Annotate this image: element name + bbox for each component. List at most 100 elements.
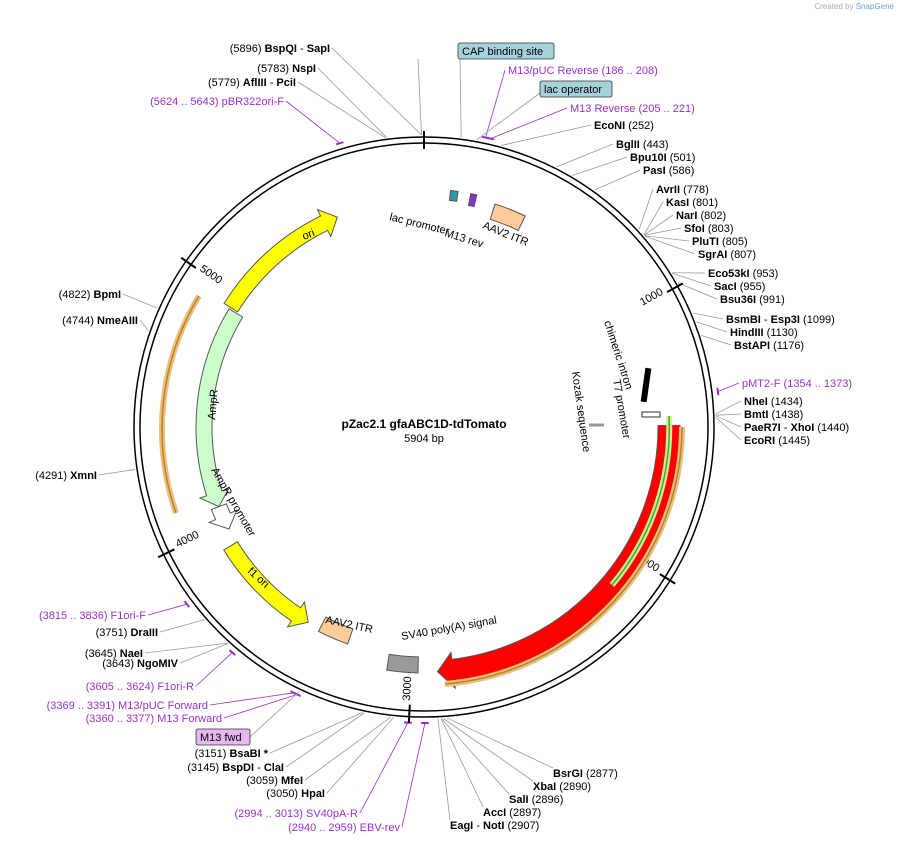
- feature-ampr-promoter: [207, 503, 238, 530]
- leader-line: [144, 642, 228, 654]
- leader-line: [696, 321, 728, 333]
- feature-aav2-itr: [317, 616, 354, 645]
- leader-line: [297, 81, 386, 138]
- site-label: Bpu10I (501): [630, 152, 695, 164]
- leader-line: [159, 619, 205, 633]
- tick-label: 1000: [638, 286, 665, 308]
- leader-line: [644, 227, 682, 236]
- m13-fwd-label: M13 fwd: [200, 732, 242, 744]
- tick-label: 4000: [174, 529, 201, 551]
- site-label: NarI (802): [676, 210, 726, 222]
- site-label: BmtI (1438): [744, 409, 803, 421]
- site-label: (2940 .. 2959) EBV-rev: [288, 822, 400, 834]
- leader-line: [331, 47, 422, 136]
- feature-ori: [223, 208, 338, 313]
- site-label: M13/pUC Reverse (186 .. 208): [508, 65, 658, 77]
- leader-line: [485, 69, 506, 138]
- primer-mark: [293, 691, 302, 697]
- leader-line: [715, 415, 742, 428]
- feature-ampr: [195, 308, 244, 508]
- leader-line: [195, 652, 233, 687]
- site-label: HindIII (1130): [730, 327, 798, 339]
- site-label: SgrAI (807): [698, 249, 756, 261]
- sv40-polya-label: SV40 poly(A) signal: [400, 614, 497, 643]
- lac-operator-label: lac operator: [544, 84, 602, 96]
- site-labels: (5896) BspQI - SapI(5783) NspI(5779) Afl…: [35, 43, 852, 834]
- site-label: (3645) NaeI: [85, 648, 143, 660]
- plasmid-size: 5904 bp: [404, 433, 444, 445]
- chimeric-intron-block: [640, 367, 652, 403]
- leader-line: [139, 319, 149, 331]
- site-label: BglII (443): [616, 139, 669, 151]
- site-label: (5624 .. 5643) pBR322ori-F: [150, 96, 284, 108]
- site-label: EcoNI (252): [594, 120, 654, 132]
- leader-line: [594, 169, 641, 191]
- leader-line: [122, 293, 158, 309]
- tick-mark: [407, 704, 411, 723]
- leader-line: [437, 718, 451, 821]
- leader-line: [715, 417, 742, 441]
- leader-line: [147, 603, 187, 616]
- tick-mark: [157, 548, 175, 559]
- watermark-prefix: Created by: [814, 2, 854, 11]
- leader-line: [417, 58, 422, 136]
- site-label: (3360 .. 3377) M13 Forward: [86, 713, 222, 725]
- leader-line: [359, 722, 409, 814]
- leader-line: [715, 413, 742, 416]
- feature-m13-rev: [467, 193, 478, 208]
- site-label: BstAPI (1176): [734, 340, 804, 352]
- leader-line: [249, 690, 301, 738]
- leader-line: [223, 694, 298, 719]
- feature-aav2-itr: [489, 203, 526, 232]
- site-label: (3151) BsaBI *: [195, 748, 269, 760]
- snapgene-brand: SnapGene: [855, 2, 894, 11]
- site-label: NheI (1434): [744, 396, 803, 408]
- leader-line: [179, 643, 229, 664]
- orf-line-green: [611, 415, 671, 586]
- site-label: (3369 .. 3391) M13/pUC Forward: [47, 700, 208, 712]
- lac-operator-tag: lac operator: [539, 80, 613, 98]
- leader-line: [672, 272, 712, 287]
- cap-binding-site-label: CAP binding site: [462, 46, 543, 58]
- leader-line: [441, 718, 510, 795]
- site-label: EagI - NotI (2907): [450, 820, 539, 832]
- leader-line: [326, 717, 394, 794]
- site-label: (5896) BspQI - SapI: [230, 43, 330, 55]
- leader-line: [304, 716, 392, 781]
- tick-mark: [666, 282, 684, 293]
- plasmid-name: pZac2.1 gfaABC1D-tdTomato: [341, 417, 506, 431]
- site-label: (3059) MfeI: [246, 775, 303, 787]
- leader-line: [643, 201, 664, 236]
- orf-line-left: [161, 295, 200, 514]
- leader-line: [443, 718, 534, 782]
- ori-label: ori: [301, 227, 317, 243]
- site-label: PaeR7I - XhoI (1440): [744, 422, 849, 434]
- leader-lines: [98, 47, 742, 828]
- leader-line: [317, 67, 387, 138]
- orf-line-right: [444, 426, 683, 685]
- site-label: Eco53kI (953): [708, 268, 778, 280]
- tick-label: 3000: [401, 676, 414, 701]
- leader-line: [556, 143, 614, 168]
- snapgene-watermark: Created by SnapGene: [814, 2, 894, 11]
- site-label: XbaI (2890): [533, 781, 591, 793]
- site-label: AccI (2897): [483, 807, 541, 819]
- site-label: SfoI (803): [684, 223, 734, 235]
- cap-binding-site-tag: CAP binding site: [457, 42, 555, 60]
- leader-line: [285, 712, 365, 768]
- site-label: (3145) BspDI - ClaI: [187, 762, 284, 774]
- leader-line: [285, 100, 341, 144]
- tick-label: 5000: [197, 263, 224, 287]
- leader-line: [701, 334, 732, 346]
- leader-line: [638, 188, 654, 230]
- leader-line: [209, 692, 294, 706]
- site-label: BsmBI - Esp3I (1099): [726, 314, 835, 326]
- leader-line: [447, 717, 554, 769]
- site-label: KasI (801): [666, 197, 718, 209]
- feature-lac-promoter: [448, 189, 459, 202]
- site-label: (3751) DraIII: [96, 627, 158, 639]
- primer-mark: [486, 136, 495, 141]
- site-label: EcoRI (1445): [744, 435, 810, 447]
- site-label: (3605 .. 3624) F1ori-R: [86, 681, 194, 693]
